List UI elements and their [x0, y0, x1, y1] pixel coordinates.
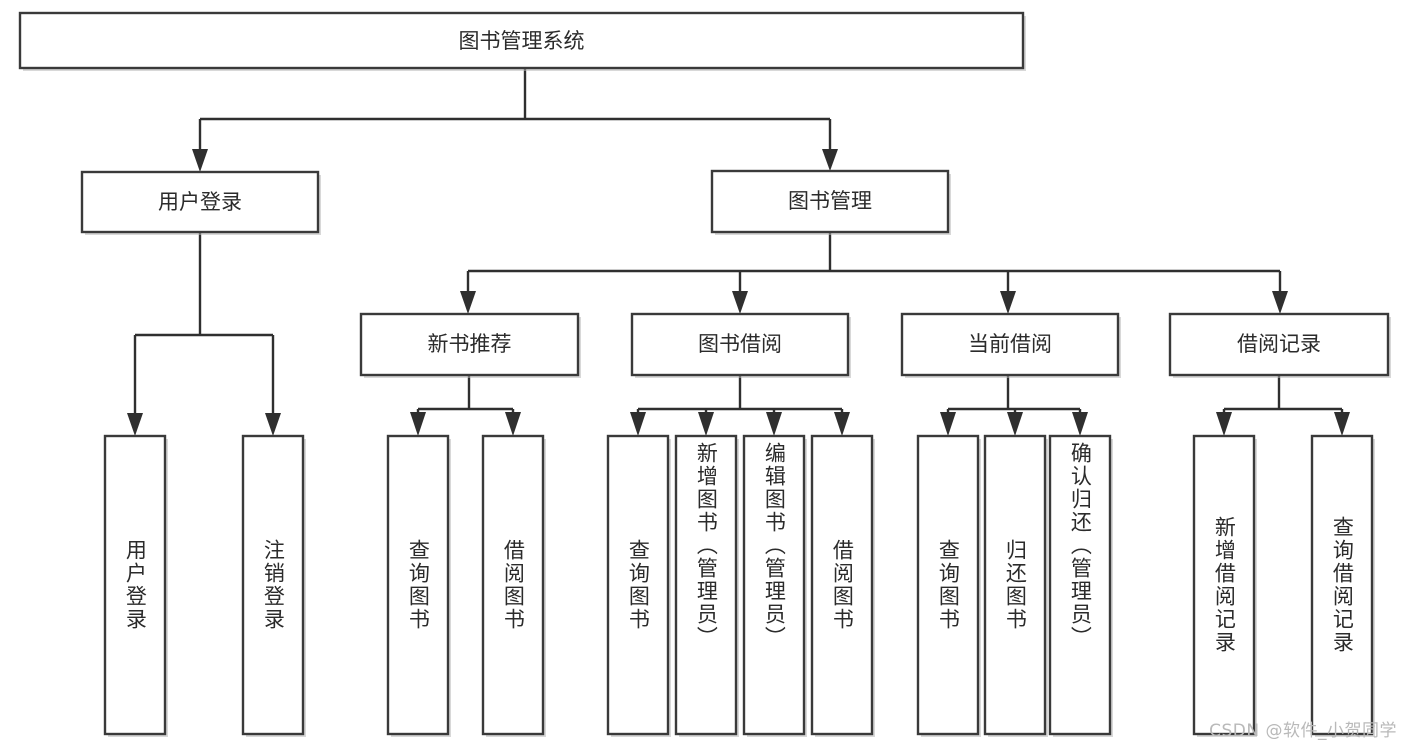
arrow-head-book-borrow	[732, 291, 748, 314]
node-box-leaf-confirm-return[interactable]	[1048, 434, 1112, 736]
arrow-head-new-book-recommend	[460, 291, 476, 314]
arrow-head-book-management	[822, 149, 838, 171]
arrow-head-leaf-add-record	[1216, 412, 1232, 436]
arrow-head-leaf-confirm-return	[1072, 412, 1088, 436]
node-label-book-management: 图书管理	[788, 189, 872, 213]
node-box-leaf-user-logout[interactable]	[241, 434, 305, 736]
node-box-leaf-borrow-book-2[interactable]	[810, 434, 874, 736]
node-box-root[interactable]	[18, 11, 1025, 70]
node-label-root: 图书管理系统	[459, 29, 585, 53]
arrow-head-leaf-user-login	[127, 413, 143, 436]
node-box-current-borrow[interactable]	[900, 312, 1120, 377]
node-box-leaf-query-book-2[interactable]	[606, 434, 670, 736]
node-box-borrow-record[interactable]	[1168, 312, 1390, 377]
node-box-leaf-user-login[interactable]	[103, 434, 167, 736]
node-label-book-borrow: 图书借阅	[698, 332, 782, 356]
node-box-leaf-add-record[interactable]	[1192, 434, 1256, 736]
node-box-leaf-query-book-1[interactable]	[386, 434, 450, 736]
arrow-head-borrow-record	[1272, 291, 1288, 314]
arrow-head-leaf-borrow-book-1	[505, 412, 521, 436]
node-box-leaf-edit-book[interactable]	[742, 434, 806, 736]
node-box-leaf-borrow-book-1[interactable]	[481, 434, 545, 736]
arrow-head-leaf-query-book-2	[630, 412, 646, 436]
arrow-head-leaf-user-logout	[265, 413, 281, 436]
node-label-current-borrow: 当前借阅	[968, 332, 1052, 356]
arrow-head-user-login	[192, 149, 208, 172]
node-box-leaf-return-book[interactable]	[983, 434, 1047, 736]
node-label-borrow-record: 借阅记录	[1237, 332, 1321, 356]
connector-group	[127, 68, 1350, 436]
node-box-book-management[interactable]	[710, 169, 950, 234]
node-group: 图书管理系统 用户登录 图书管理 新书推荐 图书借阅 当前借阅 借阅记录	[18, 11, 1391, 737]
arrow-head-leaf-query-book-1	[410, 412, 426, 436]
arrow-head-current-borrow	[1000, 291, 1016, 314]
arrow-head-leaf-return-book	[1007, 412, 1023, 436]
arrow-head-leaf-borrow-book-2	[834, 412, 850, 436]
node-label-new-book-recommend: 新书推荐	[428, 332, 512, 356]
arrow-head-leaf-query-record	[1334, 412, 1350, 436]
node-box-new-book-recommend[interactable]	[359, 312, 580, 377]
node-box-leaf-add-book[interactable]	[674, 434, 738, 736]
node-label-user-login: 用户登录	[158, 190, 242, 214]
node-box-leaf-query-book-3[interactable]	[916, 434, 980, 736]
arrow-head-leaf-query-book-3	[940, 412, 956, 436]
arrow-head-leaf-edit-book	[766, 412, 782, 436]
node-box-user-login[interactable]	[80, 170, 320, 234]
watermark-text: CSDN @软件_小贺同学	[1209, 721, 1397, 741]
node-box-book-borrow[interactable]	[630, 312, 850, 377]
node-box-leaf-query-record[interactable]	[1310, 434, 1374, 736]
arrow-head-leaf-add-book	[698, 412, 714, 436]
